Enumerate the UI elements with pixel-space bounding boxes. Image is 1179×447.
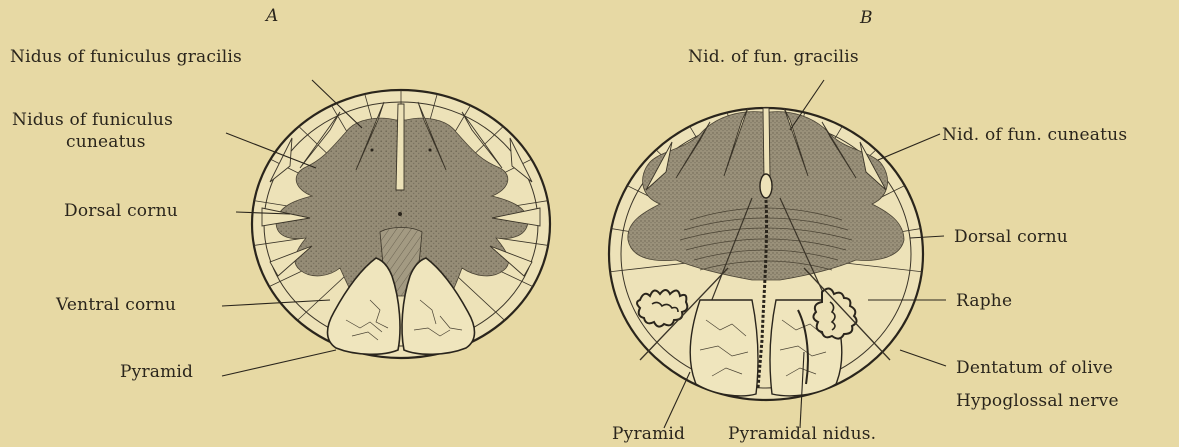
label-raphe-b: Raphe xyxy=(956,291,1012,311)
label-dorsal-cornu-a: Dorsal cornu xyxy=(64,201,178,221)
label-nidus-cuneatus-a-line2: cuneatus xyxy=(66,132,146,152)
label-dentatum-olive-b: Dentatum of olive xyxy=(956,358,1113,378)
pyramid-b-left xyxy=(690,300,758,396)
label-ventral-cornu-a: Ventral cornu xyxy=(56,295,176,315)
figure-letter-a: A xyxy=(266,6,278,26)
label-nidus-cuneatus-b: Nid. of fun. cuneatus xyxy=(942,125,1127,145)
label-nidus-cuneatus-a-line1: Nidus of funiculus xyxy=(12,110,173,130)
label-pyramidal-nidus-b: Pyramidal nidus. xyxy=(728,424,876,444)
label-nidus-gracilis-b: Nid. of fun. gracilis xyxy=(688,47,859,67)
cross-section-b xyxy=(608,104,924,400)
label-nidus-gracilis-a: Nidus of funiculus gracilis xyxy=(10,47,242,67)
label-dorsal-cornu-b: Dorsal cornu xyxy=(954,227,1068,247)
label-pyramid-a: Pyramid xyxy=(120,362,193,382)
label-pyramid-b: Pyramid xyxy=(612,424,685,444)
label-hypoglossal-nerve-b: Hypoglossal nerve xyxy=(956,391,1119,411)
cross-section-a xyxy=(250,80,552,358)
figure-letter-b: B xyxy=(860,8,873,28)
central-canal-b xyxy=(760,174,772,198)
